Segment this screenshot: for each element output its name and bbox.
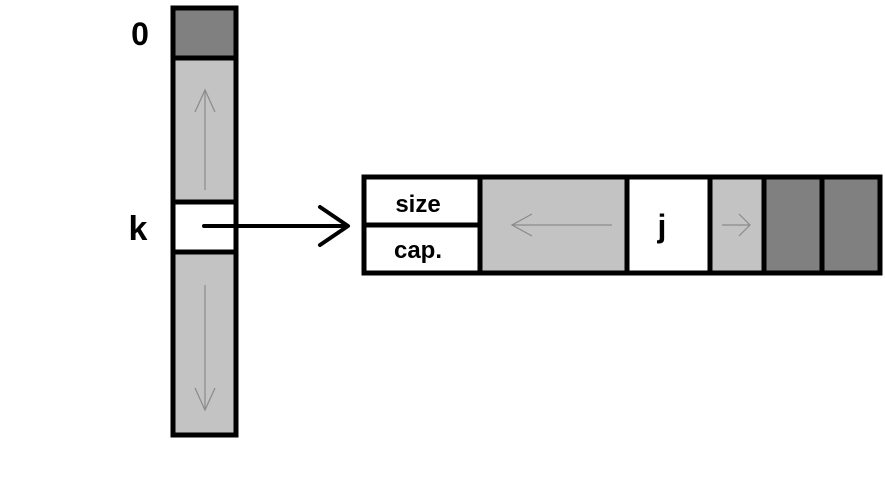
up-arrow-icon: [194, 88, 216, 190]
pointer-arrow-icon: [202, 205, 350, 247]
record-label-cap: cap.: [394, 237, 442, 264]
index-label-k: k: [129, 210, 148, 248]
record-dark-cell-1: [761, 174, 825, 276]
vertical-array: [170, 5, 239, 438]
horizontal-record: [361, 174, 883, 276]
record-cell-j: [624, 174, 713, 276]
record-cap-cell: [361, 222, 483, 276]
index-label-zero: 0: [131, 16, 149, 52]
record-dark-cell-2: [819, 174, 883, 276]
right-arrow-icon: [722, 213, 751, 237]
record-label-size: size: [395, 191, 440, 218]
vertical-array-cell-0: [170, 5, 239, 61]
record-label-j: j: [657, 208, 667, 244]
left-arrow-icon: [510, 213, 612, 237]
down-arrow-icon: [194, 285, 216, 412]
